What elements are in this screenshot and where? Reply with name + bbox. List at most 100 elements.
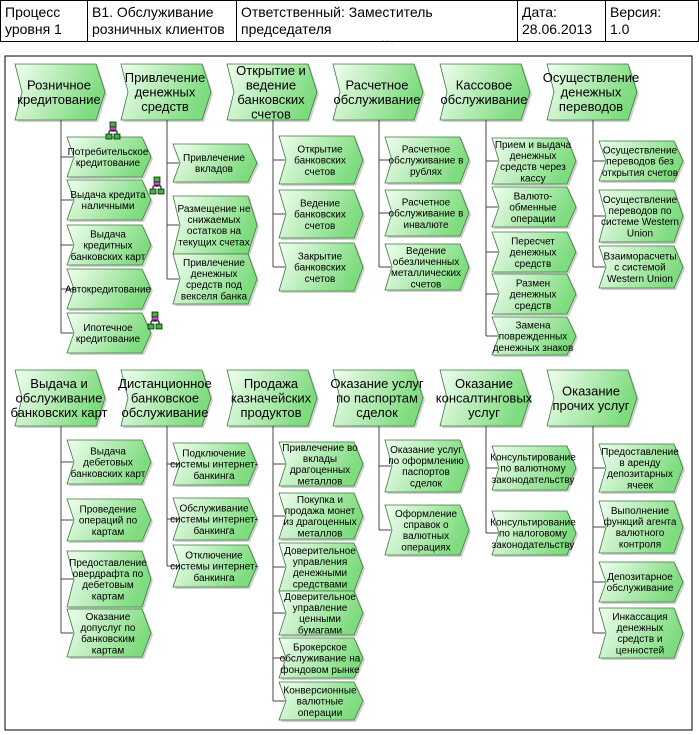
row2-function-0-subfunction-3-shape [66, 608, 152, 658]
row2-function-1-subfunction-1-shape [172, 497, 258, 541]
row1-function-1-subfunction-2-shape [172, 253, 258, 305]
row1-function-0-subfunction-0-shape [66, 136, 152, 178]
row2-function-2-subfunction-3-shape [278, 590, 364, 636]
row1-function-0-subfunction-3-label: Автокредитование [65, 285, 151, 296]
org-unit-icon-1 [105, 121, 121, 140]
row2-function-0-subfunction-2-shape [66, 550, 152, 608]
row2-function-4-subfunction-0-shape [491, 445, 577, 491]
row2-function-5-shape [546, 369, 638, 427]
diagram-frame [4, 55, 693, 731]
row2-function-0-subfunction-0-shape [66, 439, 152, 485]
row1-function-3-subfunction-2-shape [384, 243, 470, 291]
header-date: Дата: 28.06.2013 [517, 0, 606, 42]
row1-function-5-subfunction-1-shape [598, 189, 684, 243]
row2-function-2-subfunction-4-shape [278, 637, 364, 679]
row1-function-0-subfunction-3: Автокредитование [65, 268, 153, 311]
org-unit-icon-3 [147, 311, 163, 330]
row2-function-3-subfunction-0-shape [384, 439, 470, 493]
row2-function-3-shape [332, 369, 424, 427]
row1-function-1-subfunction-0-shape [172, 143, 258, 183]
row2-function-5-subfunction-2-shape [598, 561, 684, 603]
row2-function-3-subfunction-1-shape [384, 504, 470, 556]
row2-function-2-subfunction-1-shape [278, 492, 364, 540]
row1-function-5-shape [546, 63, 638, 121]
row2-function-0-subfunction-1-shape [66, 498, 152, 542]
row2-function-4-shape [439, 369, 531, 427]
row1-function-3-shape [332, 63, 424, 121]
header-process-name: В1. Обслуживание розничных клиентов [87, 0, 237, 42]
row2-function-5-subfunction-1-shape [598, 500, 684, 554]
row1-function-0-subfunction-1-shape [66, 179, 152, 221]
row2-function-0-shape [14, 369, 106, 427]
row1-function-5-subfunction-2-shape [598, 245, 684, 289]
row1-function-0-subfunction-4-shape [66, 312, 152, 354]
header-version: Версия: 1.0 [605, 0, 699, 42]
org-unit-icon-2 [149, 176, 165, 195]
header-table: Процесс уровня 1 В1. Обслуживание рознич… [0, 0, 699, 44]
header-responsible: Ответственный: Заместитель председателя … [236, 0, 518, 42]
